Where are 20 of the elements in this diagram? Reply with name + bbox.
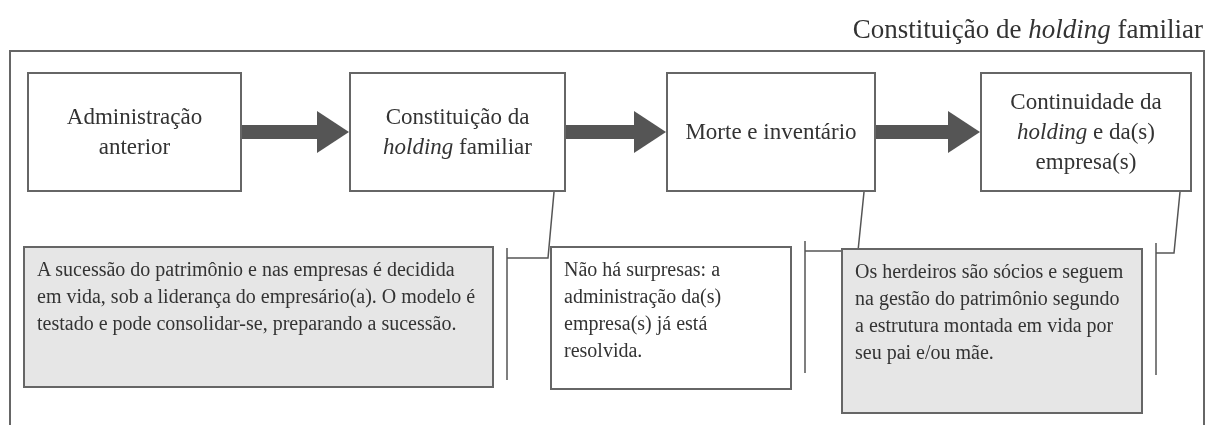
stage-label: Constituição da holding familiar [382, 103, 533, 161]
stage-box [666, 72, 876, 192]
note-text: Os herdeiros são sócios e seguem na gestão do patrimônio segundo a estrutura montada em vida por seu pai e/ou mãe. [855, 259, 1125, 366]
stage-box [980, 72, 1192, 192]
stage-label: Continuidade da holding e da(s) empresa(s) [1009, 88, 1163, 176]
block-arrow [876, 111, 980, 153]
stage-label: Morte e inventário [685, 118, 857, 146]
note-box [841, 248, 1143, 414]
block-arrow [566, 111, 666, 153]
note-box [23, 246, 494, 388]
leader-line [1155, 191, 1181, 254]
note-box [550, 246, 792, 390]
leader-line [506, 191, 555, 259]
stage-box [349, 72, 566, 192]
block-arrow [242, 111, 349, 153]
note-text: A sucessão do patrimônio e nas empresas é decidida em vida, sob a liderança do empresário(a). O modelo é testado e pode consolidar-se, preparando a sucessão. [37, 257, 477, 337]
stage-box [27, 72, 242, 192]
title: Constituição de holding familiar [852, 13, 1203, 46]
note-text: Não há surpresas: a administração da(s) empresa(s) já está resolvida. [564, 257, 723, 363]
stage-label: Administração anterior [65, 103, 204, 161]
